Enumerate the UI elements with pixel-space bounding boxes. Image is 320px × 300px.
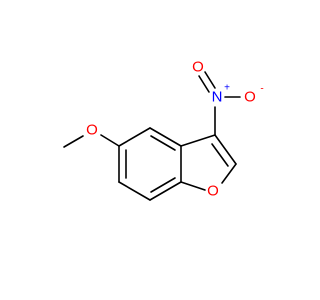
bond-c3a-c3 [180, 134, 216, 147]
bonds [63, 71, 241, 201]
atom-nitro-oxygen-top: O [192, 59, 204, 76]
bond-c2-o1 [221, 163, 237, 184]
bond-c7-c6 [118, 181, 151, 201]
atom-ring-oxygen: O [207, 183, 219, 200]
bond-c3-c2 [214, 134, 237, 165]
charge-oxygen-minus: - [260, 84, 263, 95]
bond-c4-c3a-inner [150, 135, 176, 151]
charge-nitrogen-plus: + [224, 83, 230, 94]
bond-o-c5 [100, 134, 120, 147]
atom-nitro-oxygen-right: O [244, 89, 256, 106]
bond-n-o-top-a [198, 75, 210, 93]
bond-n-o-top-b [204, 71, 216, 89]
atom-labels: O O N + O O - [86, 59, 264, 200]
bond-c4-c3a [149, 127, 182, 147]
bond-c3-c2-inner [211, 143, 229, 167]
bond-c5-c4 [118, 127, 151, 147]
bond-methyl-o [63, 135, 84, 148]
bond-o1-c7a [180, 181, 206, 191]
bond-c7a-c7-inner [150, 177, 176, 193]
molecule-diagram: O O N + O O - [63, 59, 264, 201]
atom-methoxy-oxygen: O [86, 122, 98, 139]
atom-nitro-nitrogen: N [212, 89, 223, 106]
bond-c7a-c7 [149, 181, 182, 201]
